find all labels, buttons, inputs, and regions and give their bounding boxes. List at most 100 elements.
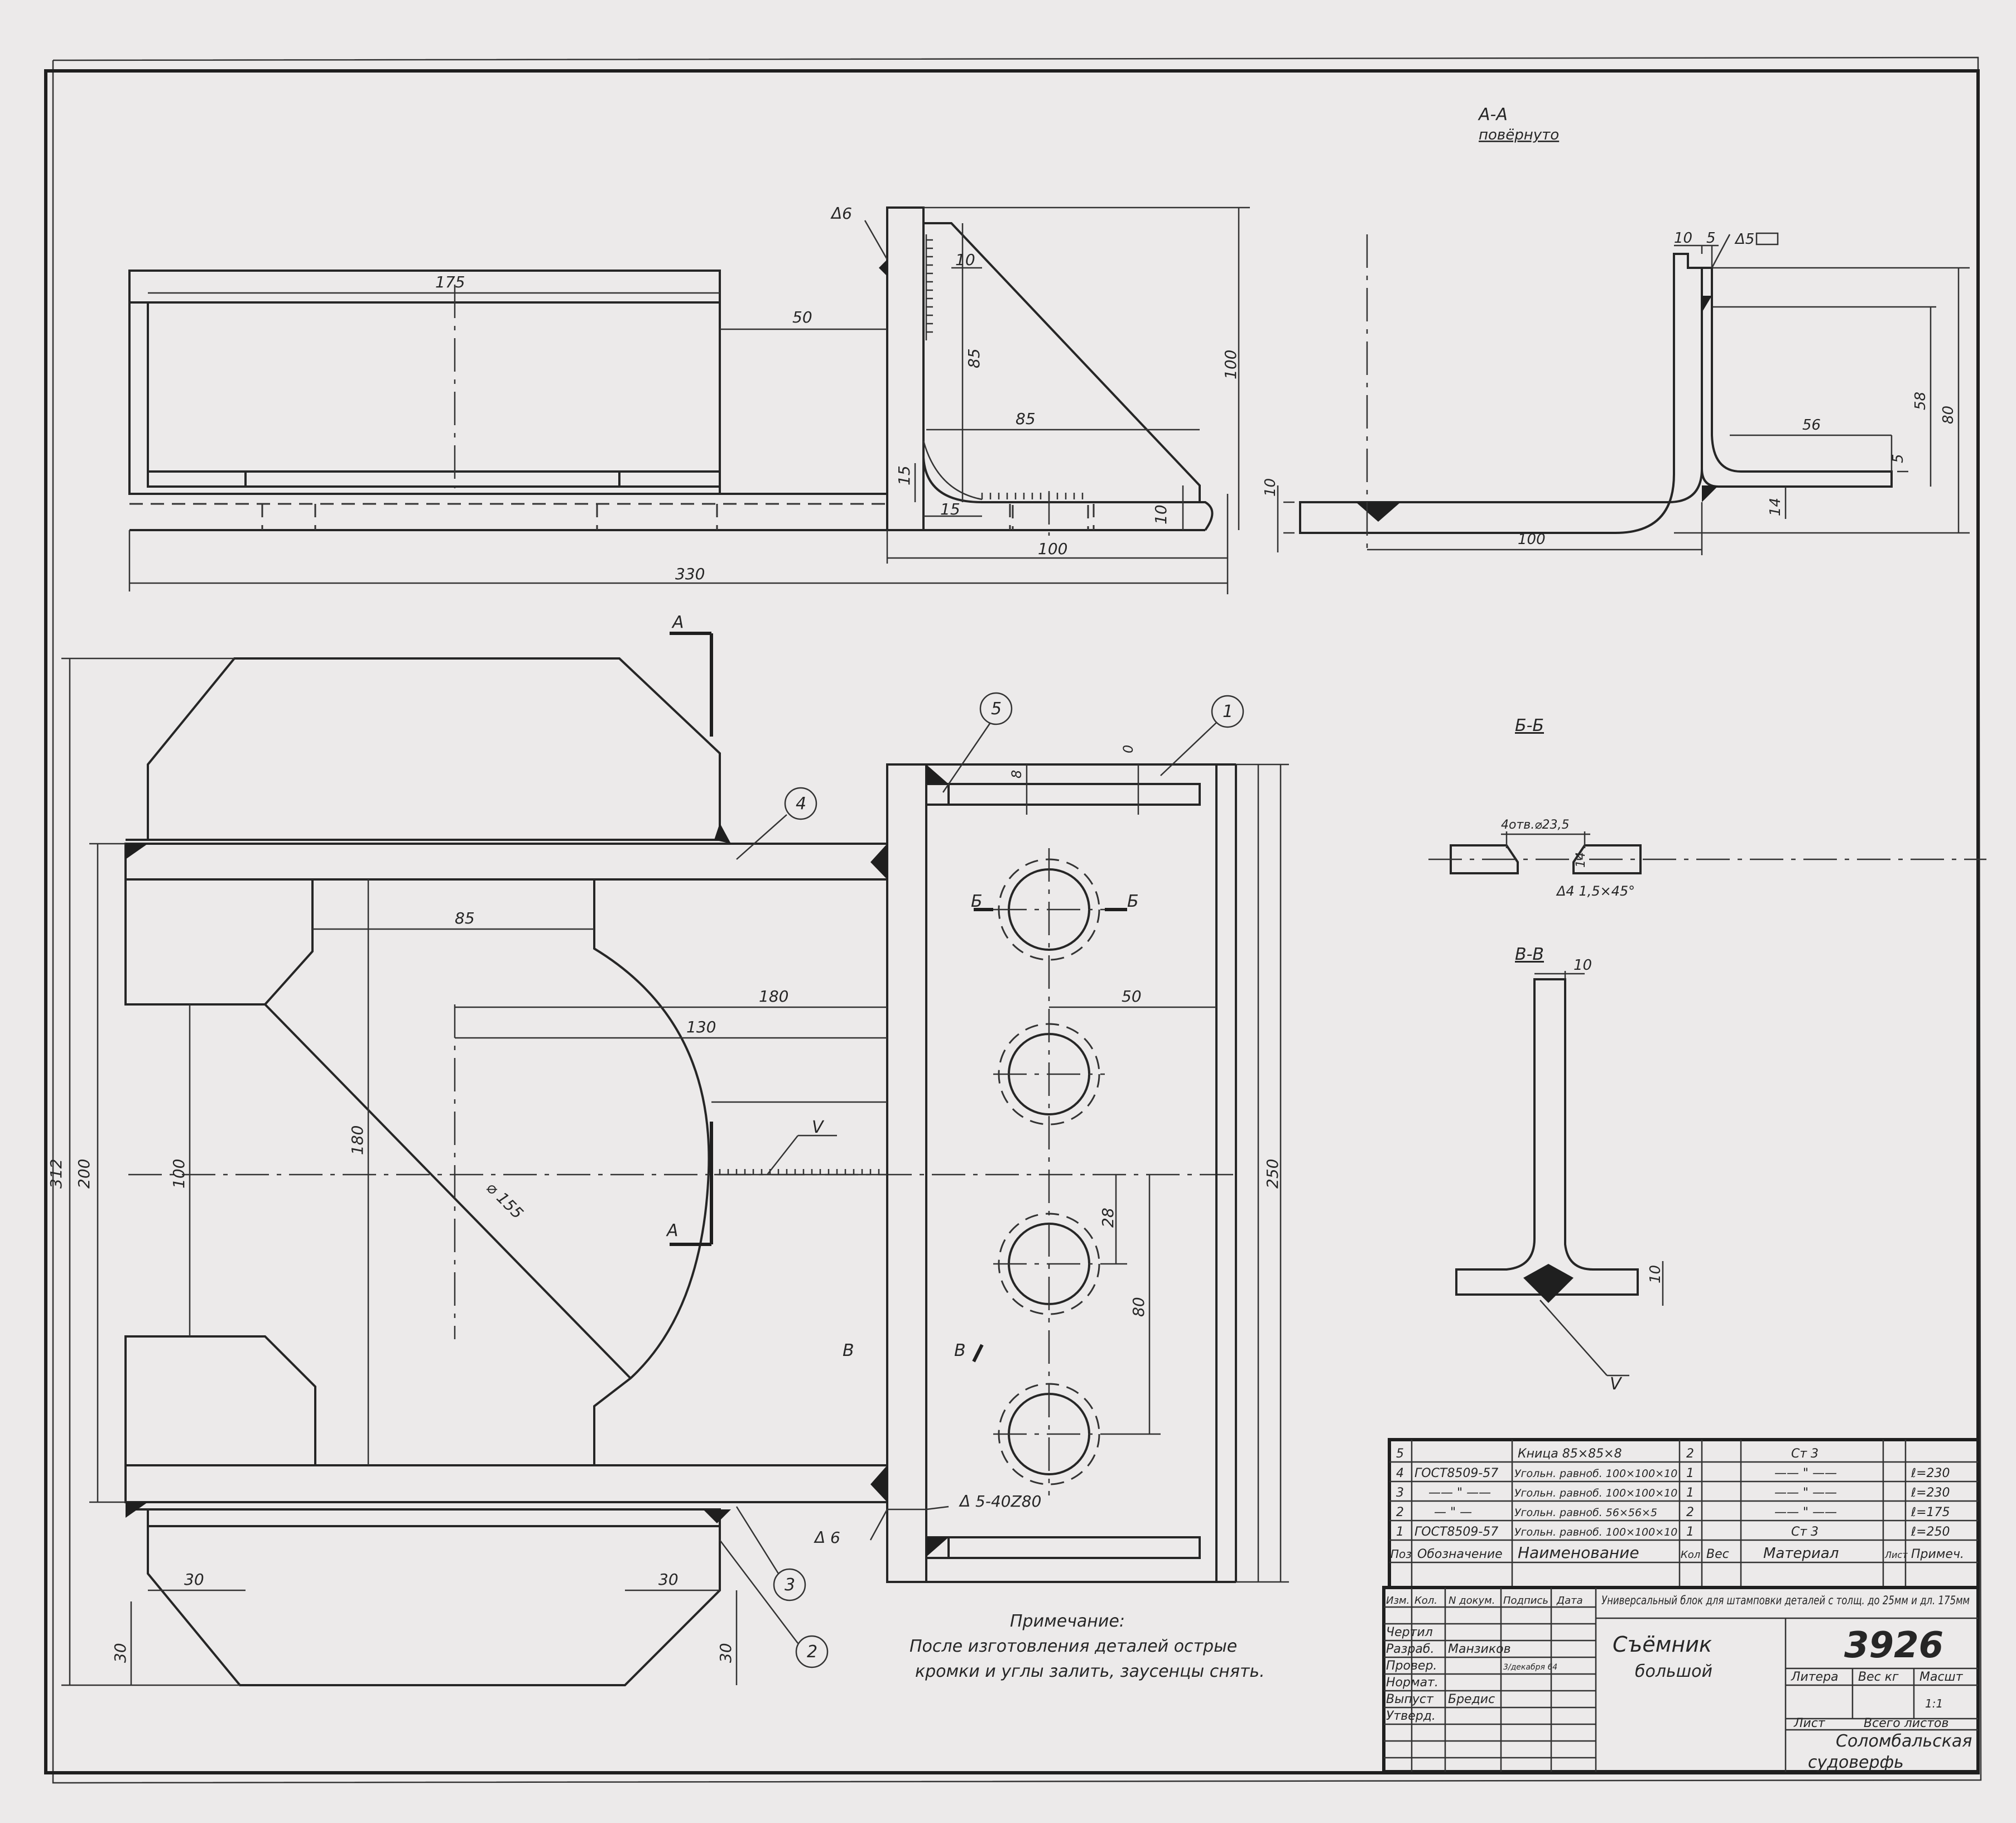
weld-5-40z80: Δ 5-40Z80 bbox=[959, 1492, 1041, 1511]
callout-2: 2 bbox=[719, 1540, 829, 1668]
dim-10-top: 10 bbox=[955, 251, 975, 269]
note-title: Примечание: bbox=[1010, 1612, 1125, 1631]
vv-weld-v: V bbox=[1610, 1374, 1623, 1394]
lit-label: Литера bbox=[1791, 1670, 1839, 1684]
circular-cutout bbox=[593, 879, 710, 1465]
section-vv: В-В 10 10 V bbox=[1455, 945, 1664, 1394]
bom-row4-note: ℓ=230 bbox=[1911, 1466, 1950, 1480]
bom-row3-note: ℓ=230 bbox=[1911, 1486, 1950, 1500]
section-aa: А-А повёрнуто bbox=[1262, 105, 1970, 555]
dim-0: 0 bbox=[1120, 745, 1136, 753]
section-a-marker-bottom: А bbox=[666, 1221, 679, 1240]
dim-100-v: 100 bbox=[1221, 350, 1240, 379]
part-name-2: большой bbox=[1635, 1662, 1712, 1681]
bom-row2-qty: 2 bbox=[1686, 1505, 1694, 1519]
angle-2-top bbox=[925, 783, 1201, 806]
bb-dim-14: 14 bbox=[1574, 852, 1588, 868]
sheets-label: Всего листов bbox=[1864, 1716, 1948, 1730]
org-name-1: Соломбальская bbox=[1836, 1731, 1972, 1751]
bom-header-qty: Кол bbox=[1681, 1549, 1700, 1561]
role-chertil: Чертил bbox=[1386, 1625, 1433, 1639]
dim-100-h: 100 bbox=[1038, 540, 1067, 558]
section-vv-title: В-В bbox=[1515, 945, 1544, 964]
bom-row3-name: Угольн. равноб. 100×100×10 bbox=[1514, 1487, 1677, 1499]
hdr-date: Дата bbox=[1556, 1595, 1583, 1606]
hdr-sign: Подпись bbox=[1503, 1595, 1548, 1606]
callout-3: 3 bbox=[735, 1506, 806, 1601]
bom-row4-qty: 1 bbox=[1686, 1466, 1694, 1480]
role-prover: Провер. bbox=[1386, 1659, 1437, 1673]
bom-header-sheet: Лист bbox=[1884, 1550, 1908, 1560]
section-v-marker-left: В bbox=[843, 1341, 854, 1360]
dim-30-d: 30 bbox=[716, 1643, 735, 1663]
callout-4: 4 bbox=[736, 787, 817, 860]
plan-view: А А Б Б В В bbox=[47, 613, 1289, 1686]
weld-6-plan: Δ 6 bbox=[814, 1528, 840, 1547]
bom-header-pos: Поз bbox=[1390, 1547, 1412, 1561]
dim-330: 330 bbox=[675, 565, 705, 583]
bb-chamfer: Δ4 1,5×45° bbox=[1556, 883, 1635, 899]
dim-30-b: 30 bbox=[658, 1570, 679, 1589]
dim-80-plan: 80 bbox=[1129, 1297, 1148, 1317]
role-utverd: Утверд. bbox=[1386, 1709, 1436, 1723]
note-line-2: кромки и углы залить, заусенцы снять. bbox=[915, 1662, 1265, 1681]
project-title: Универсальный блок для штамповки деталей… bbox=[1601, 1594, 1970, 1607]
bom-row5-name: Кница 85×85×8 bbox=[1518, 1447, 1622, 1461]
dim-30-a: 30 bbox=[184, 1570, 204, 1589]
callout-5: 5 bbox=[942, 692, 1013, 793]
dim-312: 312 bbox=[47, 1159, 65, 1189]
weld-v-label: V bbox=[812, 1118, 825, 1137]
dim-100-plan: 100 bbox=[170, 1159, 188, 1189]
angle-1-plate bbox=[925, 763, 1218, 1583]
aa-dim-14: 14 bbox=[1767, 498, 1784, 516]
aa-dim-10: 10 bbox=[1674, 230, 1692, 247]
aa-dim-56: 56 bbox=[1802, 417, 1821, 434]
role-razrab: Разраб. bbox=[1386, 1642, 1434, 1656]
name-razrab: Манзиков bbox=[1448, 1642, 1511, 1656]
role-normat: Нормат. bbox=[1386, 1676, 1438, 1690]
dim-180-v: 180 bbox=[348, 1125, 367, 1155]
sheet-label: Лист bbox=[1793, 1716, 1826, 1730]
dim-175: 175 bbox=[435, 273, 465, 291]
bom-row2-code: — " — bbox=[1434, 1505, 1472, 1519]
body-upper-left bbox=[124, 878, 314, 1006]
bom-row2-pos: 2 bbox=[1396, 1505, 1404, 1519]
outer-trim-line bbox=[52, 56, 1982, 1784]
dim-250: 250 bbox=[1263, 1159, 1282, 1189]
bom-row1-code: ГОСТ8509-57 bbox=[1414, 1525, 1498, 1539]
dim-180: 180 bbox=[759, 987, 788, 1006]
title-block: Универсальный блок для штамповки деталей… bbox=[1382, 1586, 1980, 1773]
bom-row3-qty: 1 bbox=[1686, 1486, 1694, 1500]
bom-row3-code: —— " —— bbox=[1428, 1486, 1491, 1500]
dim-28: 28 bbox=[1099, 1208, 1117, 1228]
front-view: 175 50 330 100 85 10 15 Δ6 85 100 15 10 bbox=[128, 204, 1250, 594]
drawing-number: 3926 bbox=[1844, 1625, 1943, 1666]
section-v-marker-right: В bbox=[954, 1341, 966, 1360]
bom-header-mat: Материал bbox=[1763, 1545, 1839, 1562]
weld-delta6: Δ6 bbox=[830, 204, 852, 223]
inner-face bbox=[147, 301, 721, 488]
aa-dim-5: 5 bbox=[1706, 230, 1716, 247]
hdr-ndoc: N докум. bbox=[1449, 1595, 1495, 1606]
dim-50-plan: 50 bbox=[1122, 987, 1142, 1006]
bom-header-mass: Вес bbox=[1706, 1547, 1729, 1561]
bom-header-code: Обозначение bbox=[1417, 1547, 1503, 1561]
aa-dim-10-left: 10 bbox=[1262, 478, 1279, 497]
hdr-kol: Кол. bbox=[1414, 1595, 1437, 1606]
dim-85-v: 85 bbox=[965, 348, 983, 368]
section-bb: Б-Б 4отв.⌀23,5 14 Δ4 1,5×45° bbox=[1428, 716, 1986, 899]
section-bb-title: Б-Б bbox=[1515, 716, 1544, 735]
dim-85-plan: 85 bbox=[455, 909, 475, 927]
name-vypust: Бредис bbox=[1448, 1692, 1495, 1706]
bom-row4-code: ГОСТ8509-57 bbox=[1414, 1466, 1498, 1480]
body-lower-left bbox=[124, 1335, 316, 1466]
bom-row4-pos: 4 bbox=[1396, 1466, 1404, 1480]
vertical-flange bbox=[886, 206, 925, 531]
section-aa-title: А-А bbox=[1478, 105, 1508, 124]
bom-row2-name: Угольн. равноб. 56×56×5 bbox=[1514, 1507, 1657, 1519]
callout-1: 1 bbox=[1160, 695, 1244, 776]
dim-30-c: 30 bbox=[111, 1643, 129, 1663]
aa-dim-100: 100 bbox=[1518, 531, 1546, 548]
scale-label: Масшт bbox=[1919, 1670, 1964, 1684]
